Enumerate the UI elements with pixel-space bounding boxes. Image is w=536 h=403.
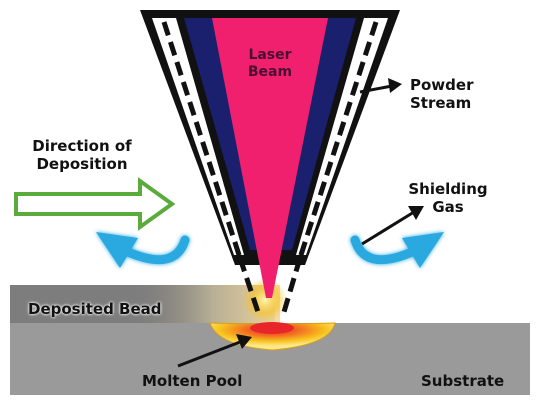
direction-label-line1: Direction of: [32, 137, 132, 155]
shielding-gas-label-line1: Shielding: [408, 180, 488, 198]
powder-stream-label-line2: Stream: [410, 94, 472, 112]
deposited-bead-label: Deposited Bead: [28, 300, 162, 318]
substrate-label: Substrate: [421, 372, 505, 390]
shielding-gas-pointer-icon: [361, 206, 424, 246]
direction-arrow-icon: [14, 177, 176, 231]
molten-pool-pointer-icon: [177, 334, 252, 368]
molten-pool-label: Molten Pool: [142, 372, 243, 390]
powder-channel-left: [152, 18, 244, 255]
laser-beam-label-line1: Laser: [248, 47, 292, 63]
direction-of-deposition-label: Direction of Deposition: [12, 137, 152, 173]
laser-beam-label-line2: Beam: [247, 63, 293, 80]
laser-beam-label: Laser Beam: [240, 47, 300, 81]
shielding-gas-arrow-left-icon: [96, 232, 190, 268]
powder-stream-label-line1: Powder: [410, 76, 474, 94]
molten-pool-core: [250, 322, 294, 334]
powder-stream-right-ext: [281, 257, 303, 313]
powder-stream-left-ext: [237, 257, 261, 313]
powder-stream-label: Powder Stream: [410, 76, 473, 112]
laser-spot-glow: [243, 278, 287, 322]
powder-stream-pointer-icon: [359, 78, 402, 94]
direction-label-line2: Deposition: [36, 155, 128, 173]
powder-channel-right: [296, 18, 388, 255]
shielding-gas-label: Shielding Gas: [398, 180, 498, 216]
laser-beam: [212, 18, 328, 298]
shielding-gas-arrow-right-icon: [350, 232, 444, 268]
shielding-gas-label-line2: Gas: [432, 198, 464, 216]
